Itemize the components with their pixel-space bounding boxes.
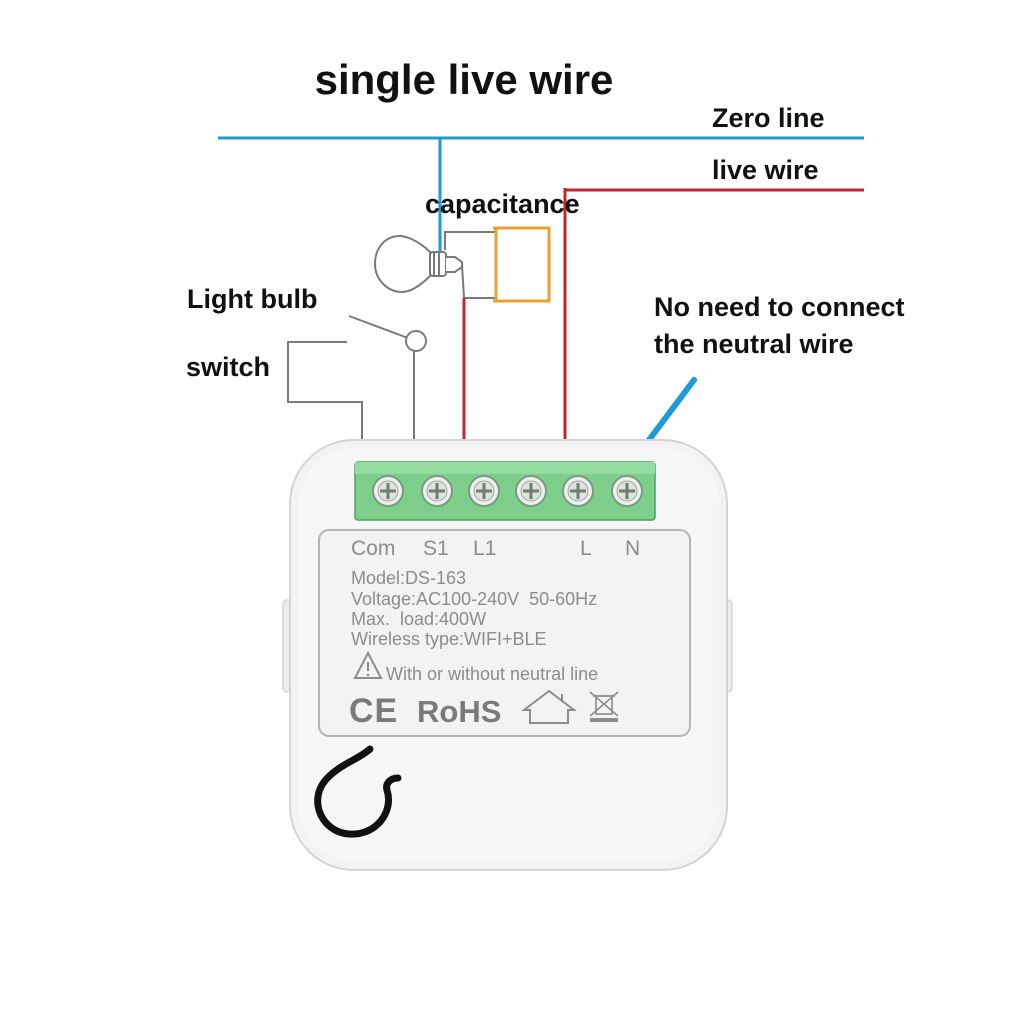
wireless-text: Wireless type:WIFI+BLE <box>351 629 547 649</box>
warning-triangle-icon <box>353 650 383 679</box>
terminal-label-s1: S1 <box>423 537 449 560</box>
light-bulb-icon <box>373 234 463 294</box>
terminal-label-l1: L1 <box>473 537 496 560</box>
live-wire-label: live wire <box>712 155 819 185</box>
terminal-screw-icon <box>468 475 500 507</box>
capacitor-lead-bottom <box>461 264 495 299</box>
switch-label: switch <box>186 352 270 382</box>
label-plate <box>318 529 691 737</box>
terminal-label-n: N <box>625 537 640 560</box>
terminal-screw-icon <box>372 475 404 507</box>
no-neutral-note-line2: the neutral wire <box>654 329 854 359</box>
max-load-text: Max. load:400W <box>351 609 486 629</box>
ce-mark-icon: CE <box>349 692 398 730</box>
light-bulb-label: Light bulb <box>187 284 317 314</box>
terminal-screw-icon <box>421 475 453 507</box>
ce-mark-text: CE <box>349 692 398 730</box>
mounting-hook-icon <box>314 745 402 838</box>
rohs-mark-text: RoHS <box>417 694 501 729</box>
terminal-screw-icon <box>611 475 643 507</box>
voltage-text: Voltage:AC100-240V 50-60Hz <box>351 589 597 609</box>
terminal-labels: Com S1 L1 L N <box>351 537 640 560</box>
model-text: Model:DS-163 <box>351 568 466 588</box>
no-neutral-note-line1: No need to connect <box>654 292 905 322</box>
capacitor-lead-top <box>444 231 495 250</box>
terminal-label-l: L <box>580 537 592 560</box>
weee-bin-icon <box>589 691 619 722</box>
rohs-mark-icon: RoHS <box>417 694 501 729</box>
neutral-line-warning: With or without neutral line <box>386 664 598 684</box>
terminal-label-com: Com <box>351 537 395 560</box>
terminal-block <box>354 461 656 521</box>
zero-line-label: Zero line <box>712 103 825 133</box>
house-icon <box>521 689 577 724</box>
diagram-title: single live wire <box>315 56 614 103</box>
capacitor-icon <box>493 226 551 303</box>
capacitance-label: capacitance <box>425 189 580 219</box>
switch-icon <box>287 315 427 488</box>
terminal-screw-icon <box>515 475 547 507</box>
terminal-screw-icon <box>562 475 594 507</box>
